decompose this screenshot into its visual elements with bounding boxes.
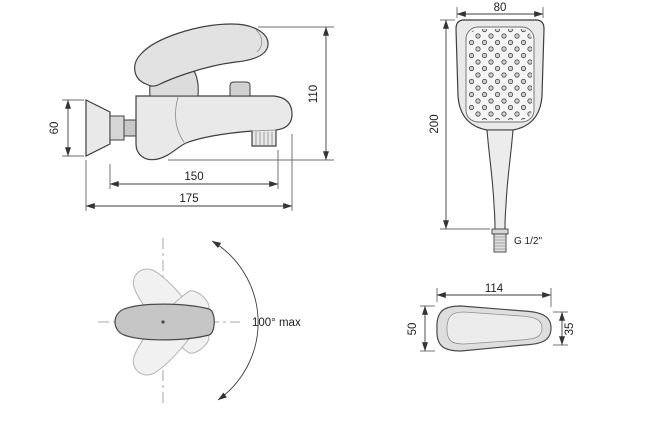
rotation-angle-label: 100° max [252,317,301,329]
aerator-top-edge [251,129,277,132]
mixer-side-view: 60 110 150 175 [49,23,334,211]
lever-solid [114,303,215,341]
dim-150-label: 150 [184,171,203,183]
aerator-hatch [255,132,273,145]
dim-60-label: 60 [49,122,61,135]
spray-nozzles [468,29,532,120]
dim-50-label: 50 [407,323,419,336]
hand-shower-view: G 1/2" 80 200 [429,2,545,253]
thread-hatch [494,236,506,250]
connector-pipe [123,119,137,137]
dim-114-label: 114 [485,283,504,295]
dim-80-label: 80 [494,2,507,14]
diverter-knob [229,81,251,97]
dim-200-label: 200 [429,114,441,133]
wall-escutcheon [85,99,111,157]
mounting-nut [109,115,125,141]
dim-175-label: 175 [179,193,198,205]
rotation-arc [211,240,259,401]
mixer-body-spout [135,95,293,161]
lever-tip-detail [255,29,263,53]
lever-handle [134,23,269,87]
handle-top-view: 114 50 35 [407,283,576,352]
handle-rotation-view: 100° max [98,238,301,406]
handle-top-inner [446,311,543,345]
dim-110-label: 110 [308,85,320,103]
pivot-point [161,320,165,324]
shower-handle [486,129,514,230]
thread-size-label: G 1/2" [514,236,542,247]
handle-collar [491,228,509,235]
body-spout-joint-line [175,96,185,143]
dim-35-label: 35 [564,323,576,336]
